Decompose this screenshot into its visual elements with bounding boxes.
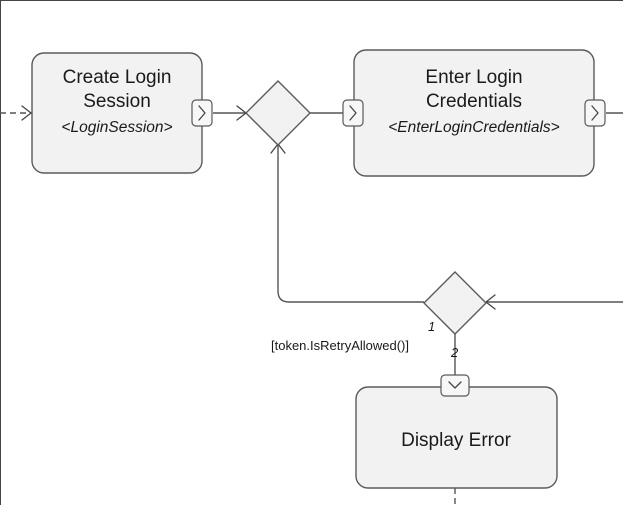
- enter-credentials-in-port-box[interactable]: [342, 99, 364, 127]
- node-create-login-session[interactable]: Create Login Session <LoginSession>: [31, 52, 213, 174]
- chevron-down-icon: [448, 381, 462, 389]
- display-error-title: Display Error: [401, 430, 511, 451]
- enter-credentials-subtitle: <EnterLoginCredentials>: [388, 119, 559, 136]
- enter-credentials-title-1: Enter Login: [425, 67, 522, 88]
- create-login-subtitle: <LoginSession>: [61, 119, 172, 136]
- enter-credentials-out-port-box[interactable]: [584, 99, 606, 127]
- retry-guard-label: [token.IsRetryAllowed()]: [271, 338, 409, 353]
- merge-decision[interactable]: [245, 80, 311, 146]
- edge-retry-loop[interactable]: [277, 144, 424, 303]
- chevron-right-icon: [349, 105, 357, 121]
- enter-credentials-output-port[interactable]: [584, 99, 606, 127]
- incoming-arrow-icon: [21, 105, 32, 121]
- chevron-right-icon: [198, 105, 206, 121]
- retry-arrow-icon: [485, 294, 496, 310]
- branch-label-1: 1: [428, 319, 435, 334]
- enter-credentials-input-port[interactable]: [342, 99, 364, 127]
- chevron-right-icon: [591, 105, 599, 121]
- branch-label-2: 2: [450, 345, 459, 360]
- create-login-title-2: Session: [83, 91, 151, 112]
- display-error-port-box[interactable]: [440, 374, 470, 397]
- display-error-input-port[interactable]: [440, 374, 470, 397]
- enter-credentials-title-2: Credentials: [426, 91, 522, 112]
- create-login-title-1: Create Login: [63, 67, 172, 88]
- create-login-output-port[interactable]: [191, 99, 213, 127]
- create-login-port-box[interactable]: [191, 99, 213, 127]
- node-enter-login-credentials[interactable]: Enter Login Credentials <EnterLoginCrede…: [342, 49, 606, 177]
- node-display-error[interactable]: Display Error: [355, 374, 558, 489]
- retry-decision[interactable]: [423, 271, 487, 335]
